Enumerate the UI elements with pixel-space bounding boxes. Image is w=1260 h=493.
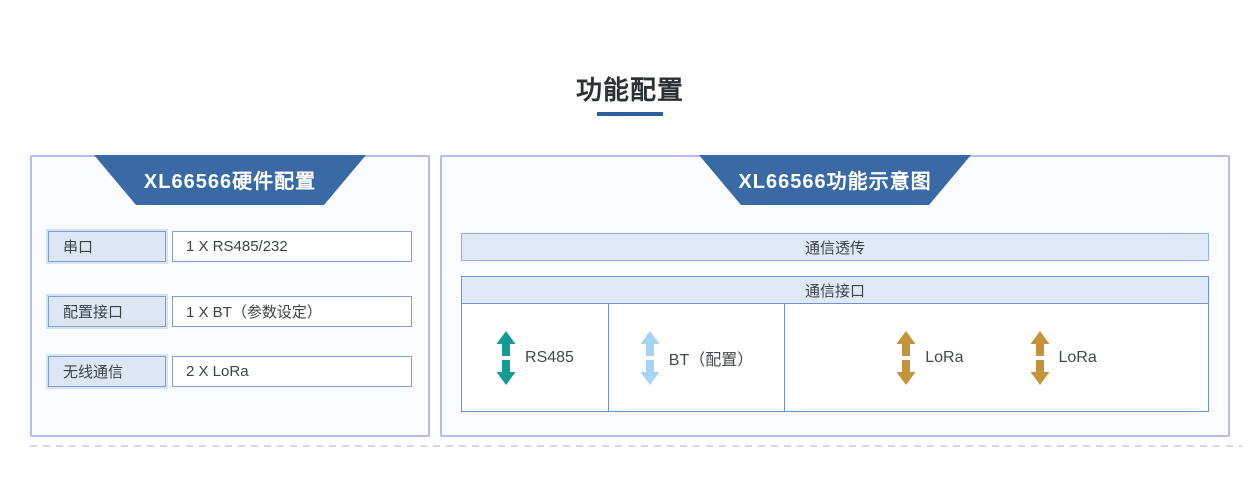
arrow-up-half <box>896 330 916 356</box>
lora-group-2: LoRa <box>1030 330 1097 385</box>
interface-cell-label: BT（配置） <box>668 351 754 369</box>
double-vertical-arrow-icon <box>496 330 516 385</box>
hw-row-value-wireless: 2 X LoRa <box>172 356 412 387</box>
page-title: 功能配置 <box>575 75 684 105</box>
function-panel-title: XL66566功能示意图 <box>738 170 932 193</box>
hw-row-value-serial: 1 X RS485/232 <box>172 231 412 262</box>
function-panel-header-banner: XL66566功能示意图 <box>699 155 971 205</box>
double-vertical-arrow-icon <box>896 330 916 385</box>
interface-cell-label: LoRa <box>1058 348 1097 366</box>
arrow-down-half <box>496 359 516 385</box>
interface-cell-rs485: RS485 <box>462 304 608 411</box>
interface-box-header: 通信接口 <box>461 276 1209 304</box>
function-diagram-panel: XL66566功能示意图 通信透传 通信接口 RS485 BT（配置） <box>440 155 1230 437</box>
hw-row-value-config-interface: 1 X BT（参数设定） <box>172 296 412 327</box>
hardware-panel-header-banner: XL66566硬件配置 <box>94 155 366 205</box>
interface-box: 通信接口 RS485 BT（配置） <box>461 276 1209 412</box>
title-underline <box>597 112 663 116</box>
interface-cell-lora: LoRa LoRa <box>784 304 1208 411</box>
hw-row-label-serial: 串口 <box>48 231 166 262</box>
interface-cell-label: RS485 <box>525 348 574 366</box>
double-vertical-arrow-icon <box>1030 330 1049 385</box>
arrow-up-half <box>496 330 516 356</box>
bottom-dashed-divider <box>30 445 1242 447</box>
interface-cells: RS485 BT（配置） LoRa <box>461 304 1209 412</box>
double-vertical-arrow-icon <box>640 330 660 385</box>
lora-group-1: LoRa <box>896 330 964 385</box>
arrow-down-half <box>896 359 916 385</box>
hardware-panel-title: XL66566硬件配置 <box>143 170 317 193</box>
arrow-up-half <box>640 330 660 356</box>
hw-row-label-config-interface: 配置接口 <box>48 296 166 327</box>
arrow-down-half <box>1030 359 1049 385</box>
arrow-up-half <box>1030 330 1049 356</box>
passthrough-bar: 通信透传 <box>461 233 1209 261</box>
hardware-config-panel: XL66566硬件配置 串口 1 X RS485/232 配置接口 1 X BT… <box>30 155 430 437</box>
arrow-down-half <box>640 359 660 385</box>
hw-row-label-wireless: 无线通信 <box>48 356 166 387</box>
interface-cell-label: LoRa <box>925 348 964 366</box>
interface-cell-bt: BT（配置） <box>608 304 784 411</box>
